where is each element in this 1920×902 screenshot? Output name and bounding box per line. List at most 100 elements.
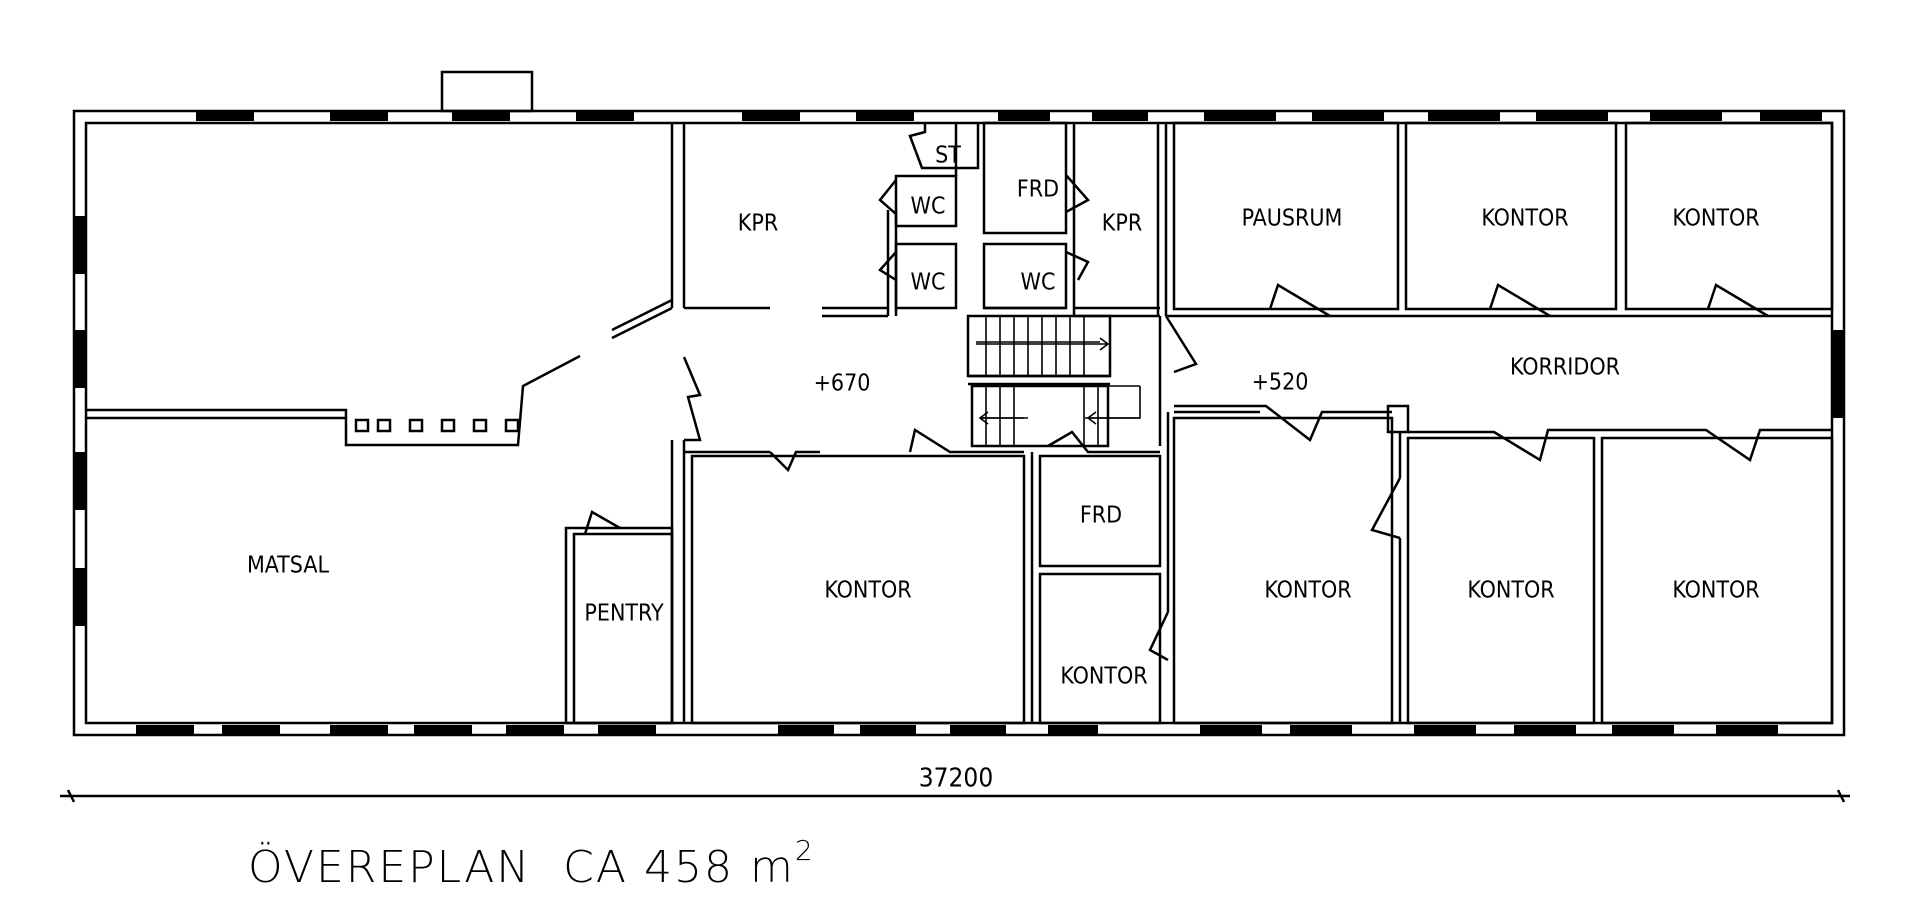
room-label-pausrum: PAUSRUM xyxy=(1242,206,1343,232)
kontor-bot-2-box xyxy=(1406,436,1596,725)
door-swing xyxy=(1065,174,1090,214)
window xyxy=(75,452,85,510)
kontor-bot-3-box xyxy=(1600,436,1834,725)
window xyxy=(452,112,510,121)
window xyxy=(1048,725,1098,734)
wall-st xyxy=(908,123,980,170)
wall-segment xyxy=(611,298,673,332)
door-swing xyxy=(1047,430,1160,454)
window xyxy=(576,112,634,121)
vent xyxy=(354,418,370,433)
door-swing xyxy=(1164,315,1198,374)
window xyxy=(1833,330,1843,418)
stair-arrow xyxy=(978,411,989,425)
room-label-kontor-mid: KONTOR xyxy=(824,578,911,604)
stair-arrow xyxy=(1086,411,1097,425)
pausrum-box xyxy=(1172,121,1400,311)
plan-title: ÖVEREPLAN CA 458 m2 xyxy=(248,834,815,893)
door-swing xyxy=(908,428,1024,454)
wall-segment xyxy=(611,306,673,340)
window xyxy=(414,725,472,734)
window xyxy=(1650,112,1722,121)
window xyxy=(1536,112,1608,121)
window xyxy=(1092,112,1148,121)
room-label-kontor-bot-3: KONTOR xyxy=(1672,578,1759,604)
outer-wall xyxy=(72,109,1846,737)
door-swing xyxy=(769,450,820,473)
room-label-wc-lower: WC xyxy=(911,270,946,296)
inner-wall xyxy=(84,121,1834,725)
window xyxy=(196,112,254,121)
wall-matsal-top xyxy=(86,354,581,447)
window xyxy=(75,216,85,274)
window xyxy=(778,725,834,734)
wall-korridor-bottom xyxy=(1174,404,1392,442)
vent xyxy=(408,418,424,433)
room-label-kontor-top-1: KONTOR xyxy=(1481,206,1568,232)
room-label-kontor-small: KONTOR xyxy=(1060,664,1147,690)
window xyxy=(330,112,388,121)
door-swing xyxy=(878,179,897,215)
window xyxy=(1290,725,1352,734)
window xyxy=(1612,725,1674,734)
window xyxy=(1716,725,1778,734)
window xyxy=(598,725,656,734)
wc-upper-box xyxy=(894,174,958,228)
vent xyxy=(440,418,456,433)
room-label-pentry: PENTRY xyxy=(584,601,664,627)
vent xyxy=(376,418,392,433)
room-label-matsal: MATSAL xyxy=(247,553,330,579)
room-label-frd-upper: FRD xyxy=(1017,177,1059,203)
stair-arrow xyxy=(1099,337,1110,351)
door-swing xyxy=(1268,283,1331,318)
window xyxy=(330,725,388,734)
window xyxy=(1428,112,1500,121)
wall-kontor-mid-box xyxy=(690,454,1026,725)
door-swing xyxy=(1488,283,1551,318)
window xyxy=(998,112,1050,121)
window xyxy=(860,725,916,734)
room-label-wc-upper: WC xyxy=(911,194,946,220)
window xyxy=(222,725,280,734)
door-swing xyxy=(1370,477,1402,540)
plan-title-superscript: 2 xyxy=(795,834,815,867)
wall-pentry-inner xyxy=(572,532,674,725)
window xyxy=(1204,112,1276,121)
kontor-top-1-box xyxy=(1404,121,1618,311)
window xyxy=(75,568,85,626)
room-label-wc-right: WC xyxy=(1021,270,1056,296)
window xyxy=(506,725,564,734)
kontor-top-2-box xyxy=(1624,121,1834,311)
frd-upper-box xyxy=(982,121,1068,235)
wall-korridor-bottom xyxy=(1408,428,1832,462)
room-label-kontor-bot-1: KONTOR xyxy=(1264,578,1351,604)
window xyxy=(1760,112,1822,121)
door-swing xyxy=(1065,250,1090,281)
kontor-bot-1-box xyxy=(1172,416,1394,725)
room-label-kpr-right: KPR xyxy=(1102,211,1142,237)
stair-upper xyxy=(966,314,1112,378)
vent xyxy=(472,418,488,433)
plan-title-text: ÖVEREPLAN CA 458 m xyxy=(248,841,795,893)
room-label-kontor-top-2: KONTOR xyxy=(1672,206,1759,232)
room-label-kontor-bot-2: KONTOR xyxy=(1467,578,1554,604)
level-mark-right: +520 xyxy=(1252,370,1309,396)
window xyxy=(1200,725,1262,734)
door-swing xyxy=(878,251,897,282)
door-swing xyxy=(682,356,702,442)
door-swing xyxy=(1706,283,1769,318)
dimension-tick xyxy=(1836,789,1846,803)
window xyxy=(136,725,194,734)
dimension-tick xyxy=(66,789,76,803)
room-label-frd-lower: FRD xyxy=(1080,503,1122,529)
stair-arrow xyxy=(1088,386,1141,419)
stair-lower xyxy=(970,384,1110,448)
door-swing xyxy=(583,510,621,535)
room-label-kpr-left: KPR xyxy=(738,211,778,237)
dimension-label: 37200 xyxy=(919,764,993,794)
windows xyxy=(75,112,1843,734)
window xyxy=(1312,112,1384,121)
window xyxy=(1514,725,1576,734)
window xyxy=(75,330,85,388)
